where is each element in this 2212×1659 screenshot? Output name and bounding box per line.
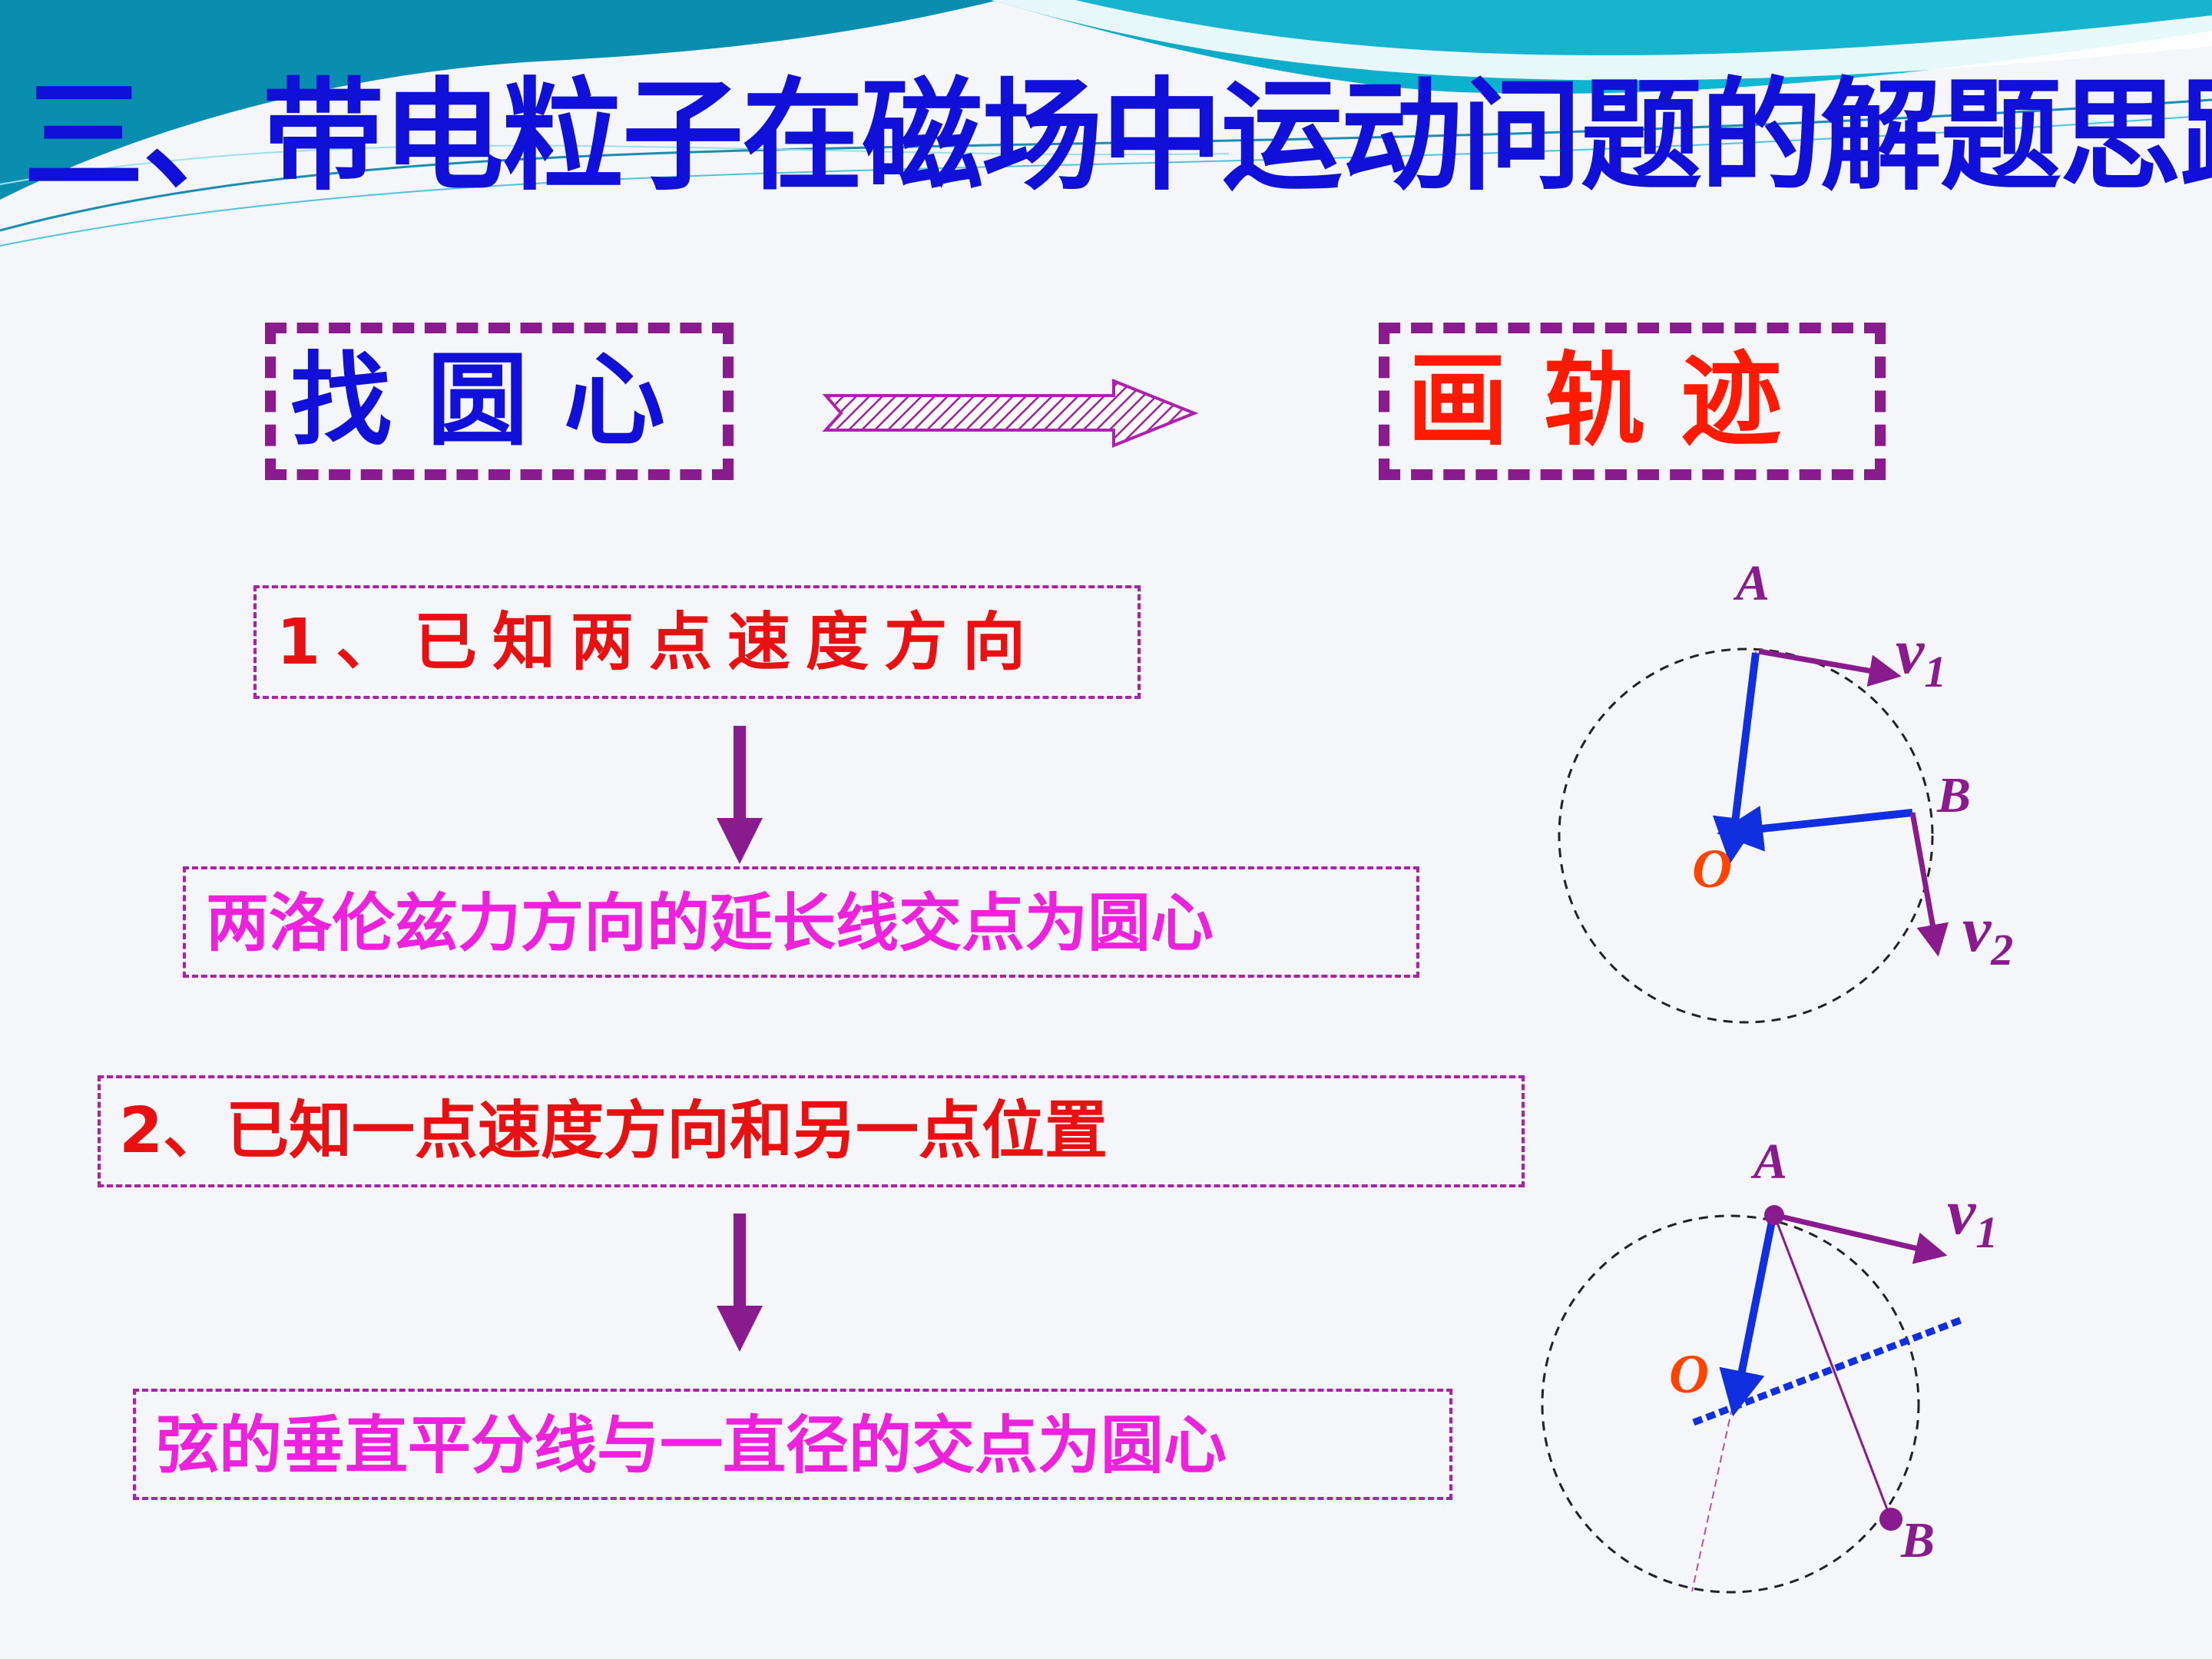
page-title: 三、带电粒子在磁场中运动问题的解题思路 [23, 66, 2212, 207]
diagram1-force-b [1717, 805, 1913, 852]
method2-result: 弦的垂直平分线与一直径的交点为圆心 [156, 1409, 1227, 1482]
diagram1-circle [1558, 647, 1934, 1024]
diagram2-label-o: O [1669, 1343, 1709, 1405]
diagram2-v1-symbol: v [1947, 1177, 1976, 1248]
diagram1-label-b: B [1937, 767, 1972, 823]
diagram1-label-a: A [1736, 555, 1770, 611]
draw-trajectory-box [1379, 323, 1886, 480]
method1-condition-box [253, 585, 1141, 699]
find-center-label: 找 圆 心 [290, 342, 665, 460]
diagram1-v1-symbol: v [1896, 616, 1925, 687]
diagram1-label-o: O [1692, 838, 1732, 899]
diagram1-v1-subscript: 1 [1924, 646, 1947, 697]
header-banner [0, 0, 2212, 247]
diagram2-point-a-dot [1764, 1205, 1784, 1225]
diagram1-force-a [1712, 652, 1760, 864]
method2-condition: 2、已知一点速度方向和另一点位置 [119, 1094, 1108, 1167]
method2-condition-box [98, 1075, 1525, 1187]
diagram2-velocity-1 [1773, 1212, 1948, 1264]
diagram2-force-a [1719, 1217, 1777, 1417]
method2-result-box [133, 1389, 1452, 1500]
diagram1-velocity-2 [1909, 812, 1949, 957]
diagram2-circle [1541, 1214, 1920, 1594]
diagram1-v2-symbol: v [1962, 894, 1992, 965]
diagram2-label-v1: v1 [1947, 1175, 1998, 1258]
diagram1-label-v2: v2 [1962, 892, 2013, 975]
diagram2-perpendicular-bisector [1692, 1316, 1964, 1426]
diagram2-chord [1773, 1214, 1892, 1520]
diagram2-point-b-dot [1879, 1508, 1902, 1531]
find-center-box [265, 323, 733, 480]
method1-result-box [183, 866, 1419, 978]
diagram2-label-b: B [1901, 1512, 1936, 1568]
diagram1-thin-line-b [1730, 813, 1913, 836]
method1-result: 两洛伦兹力方向的延长线交点为圆心 [206, 887, 1214, 960]
diagram1-velocity-1 [1758, 648, 1902, 687]
diagram2-v1-subscript: 1 [1975, 1207, 1998, 1257]
method1-condition: 1、已知两点速度方向 [276, 606, 1041, 679]
draw-trajectory-label: 画 轨 迹 [1407, 342, 1782, 460]
diagram2-label-a: A [1753, 1134, 1788, 1190]
diagram1-v2-subscript: 2 [1991, 924, 2014, 975]
diagram1-thin-line-a [1730, 651, 1757, 836]
diagram1-label-v1: v1 [1896, 614, 1946, 697]
